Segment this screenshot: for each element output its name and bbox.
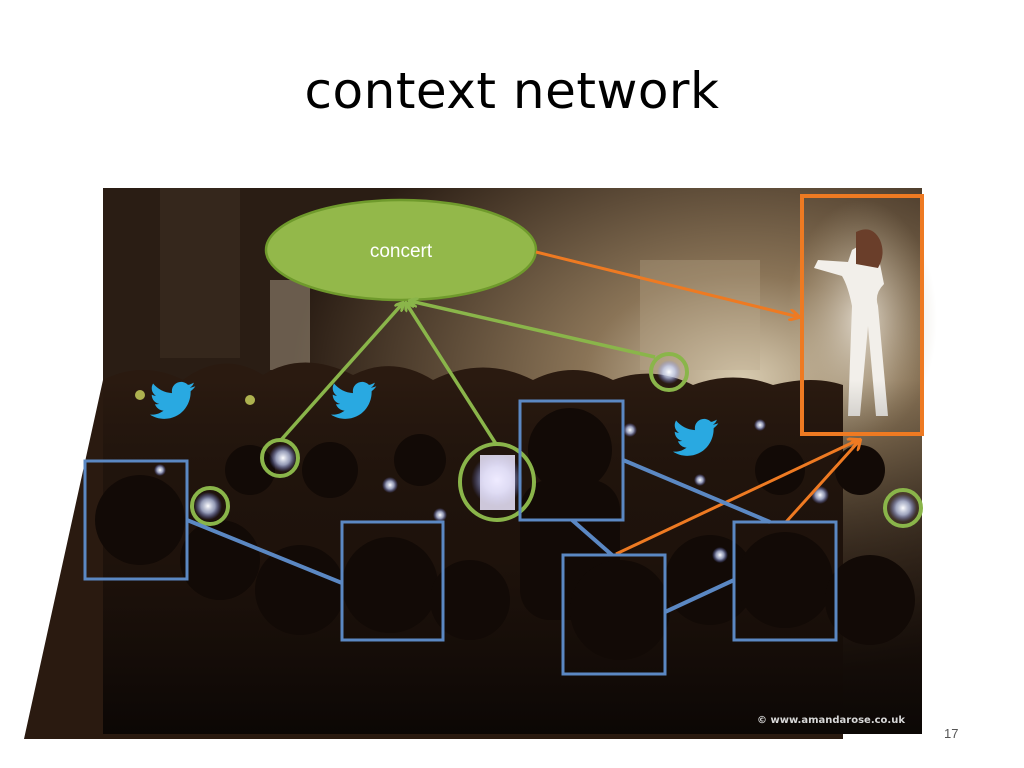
face-box-2 <box>340 520 445 642</box>
photo-watermark: © www.amandarose.co.uk <box>757 715 905 726</box>
edge-face-to-singer-2 <box>784 440 860 524</box>
face-box-3 <box>518 399 625 522</box>
phone-node-1 <box>190 486 230 526</box>
phone-node-4 <box>649 352 689 392</box>
face-box-5 <box>732 520 838 642</box>
twitter-bird-icon <box>150 381 196 419</box>
phone-node-5 <box>883 488 923 528</box>
edge-phone-3-to-hub <box>410 301 656 359</box>
edge-face-1-to-face-2 <box>186 518 343 585</box>
slide-title: context network <box>304 62 720 120</box>
face-box-4 <box>561 553 667 676</box>
phone-node-2 <box>260 438 300 478</box>
edge-face-4-to-face-5 <box>664 578 735 614</box>
edge-hub-to-singer <box>535 250 799 317</box>
singer-region-box <box>800 194 924 436</box>
edge-face-3-to-face-4 <box>570 518 614 557</box>
face-box-1 <box>83 459 189 581</box>
phone-node-3 <box>458 442 536 522</box>
twitter-bird-icon <box>673 418 719 456</box>
twitter-bird-icon <box>331 381 377 419</box>
hub-label: concert <box>370 241 433 262</box>
edge-phone-2-to-hub <box>406 303 498 445</box>
edge-phone-1-to-hub <box>279 303 403 442</box>
edge-face-to-singer-1 <box>615 440 858 556</box>
edge-face-3-to-face-5 <box>622 458 771 524</box>
page-number: 17 <box>944 726 959 741</box>
